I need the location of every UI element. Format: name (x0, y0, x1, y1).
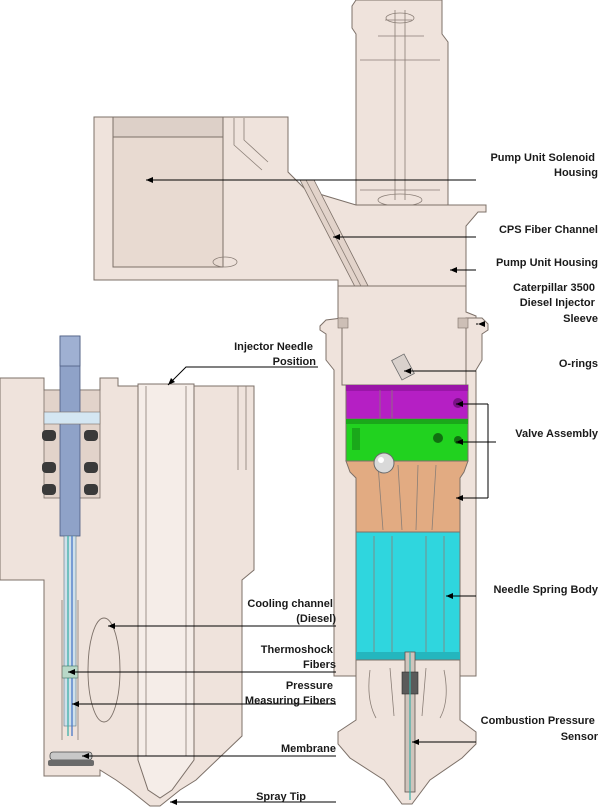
label-valve-assembly: Valve Assembly (515, 428, 599, 440)
label-cps-fiber-channel: CPS Fiber Channel (499, 224, 598, 236)
label-combustion-pressure-sensor: Combustion Pressure Sensor (481, 715, 599, 743)
label-pump-unit-solenoid-housing: Pump Unit Solenoid Housing (490, 152, 598, 179)
needle-spring-body-section (355, 531, 461, 661)
label-pump-unit-housing: Pump Unit Housing (496, 257, 598, 269)
label-thermoshock-fibers: Thermoshock Fibers (261, 644, 336, 671)
label-membrane: Membrane (281, 743, 336, 755)
solenoid-bore (112, 116, 224, 268)
detail-body (0, 377, 255, 807)
valve-green-section (345, 418, 469, 462)
check-ball (373, 452, 395, 474)
label-needle-spring-body: Needle Spring Body (493, 584, 598, 596)
callout-labels: Pump Unit Solenoid Housing CPS Fiber Cha… (234, 152, 599, 803)
needle-bore (137, 383, 195, 799)
label-cooling-channel: Cooling channel (Diesel) (247, 598, 336, 625)
o-ring-left-1 (42, 430, 56, 441)
spring-tan-section (345, 460, 469, 533)
label-injector-sleeve: Caterpillar 3500 Diesel Injector Sleeve (513, 282, 598, 325)
cooling-channel-ellipse (87, 617, 121, 723)
label-injector-needle-position: Injector Needle Position (234, 341, 316, 368)
upper-stem (351, 0, 449, 206)
leader-lines (68, 177, 496, 805)
label-o-rings: O-rings (559, 358, 598, 370)
o-ring-fitting (391, 353, 415, 381)
needle-detail-view (0, 335, 255, 807)
label-spray-tip: Spray Tip (256, 791, 306, 803)
label-pressure-measuring-fibers: Pressure Measuring Fibers (245, 680, 336, 707)
